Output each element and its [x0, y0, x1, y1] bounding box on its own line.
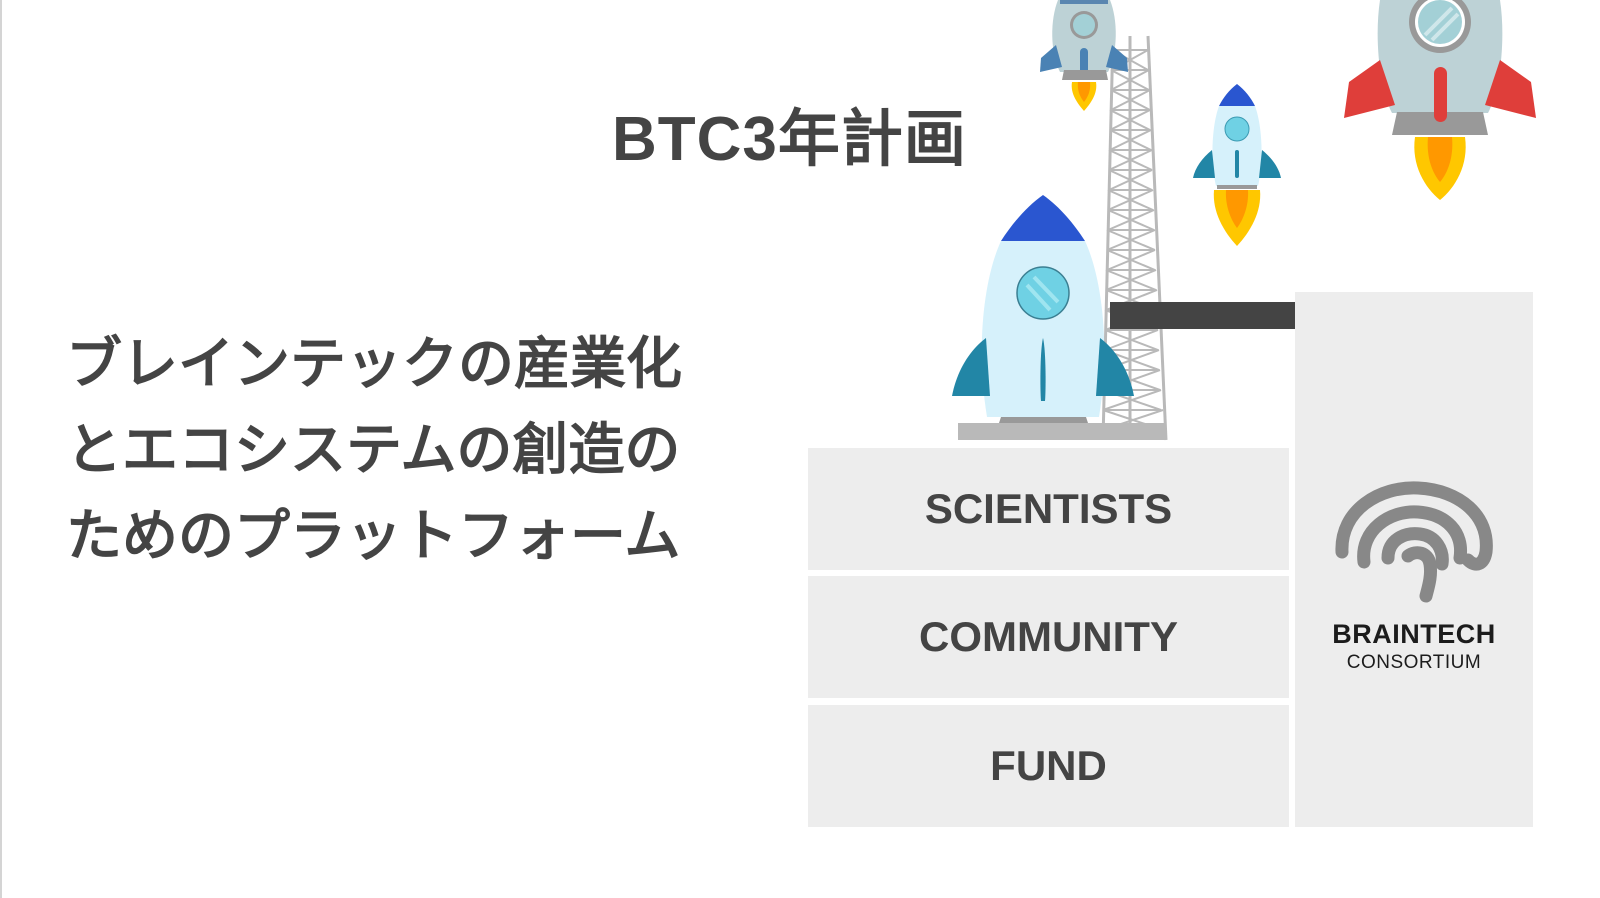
- consortium-name: BRAINTECH: [1332, 619, 1496, 649]
- slide-heading: ブレインテックの産業化 とエコシステムの創造の ためのプラットフォーム: [66, 322, 786, 580]
- slide-title: BTC3年計画: [612, 105, 967, 174]
- heading-line-3: ためのプラットフォーム: [66, 504, 681, 569]
- red-rocket-icon: [1344, 0, 1536, 200]
- small-blue-rocket-icon: [1193, 84, 1281, 246]
- pillar-community: COMMUNITY: [808, 576, 1289, 698]
- braintech-consortium-panel: BRAINTECH CONSORTIUM: [1295, 292, 1533, 827]
- launch-bridge-bar: [1110, 302, 1295, 329]
- heading-line-1: ブレインテックの産業化: [66, 332, 682, 397]
- pillar-label: SCIENTISTS: [924, 485, 1173, 532]
- pillar-scientists: SCIENTISTS: [808, 448, 1289, 570]
- gray-rocket-icon: [1040, 0, 1128, 111]
- brain-arcs-icon: [1335, 481, 1493, 603]
- pillar-fund: FUND: [808, 705, 1289, 827]
- rocket-on-launchpad-icon: [952, 195, 1166, 440]
- consortium-subtitle: CONSORTIUM: [1346, 652, 1482, 673]
- pillar-label: FUND: [990, 742, 1107, 789]
- left-edge-rule: [0, 0, 2, 898]
- pillar-label: COMMUNITY: [919, 613, 1178, 660]
- heading-line-2: とエコシステムの創造の: [66, 418, 681, 483]
